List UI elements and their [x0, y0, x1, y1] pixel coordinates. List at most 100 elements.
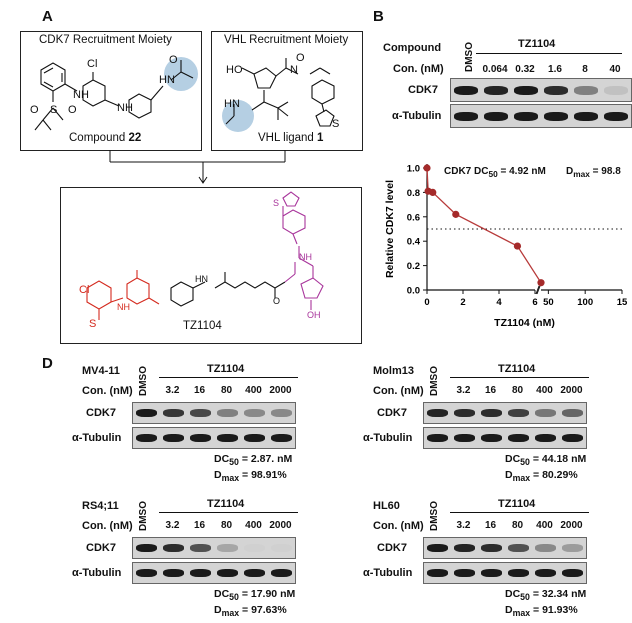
panel-b-conc-label: 8 — [582, 64, 588, 75]
blot-tubulin — [423, 427, 587, 449]
dc50-value: DC50 = 2.87. nM — [214, 453, 293, 468]
tubulin-band — [243, 569, 266, 577]
blot-tubulin — [423, 562, 587, 584]
cdk7-moiety-box: CDK7 Recruitment Moiety Cl HN O S O O NH… — [20, 31, 202, 151]
cdk7-band — [480, 409, 503, 417]
cdk7-band — [271, 544, 292, 552]
cdk7-band — [561, 409, 584, 417]
cdk7-band — [162, 544, 185, 552]
dc50-value: DC50 = 44.18 nM — [505, 453, 587, 468]
tubulin-band — [135, 569, 158, 577]
y-tick-label: 1.0 — [407, 164, 420, 175]
y-tick-label: 0.2 — [407, 261, 420, 272]
cdk7-nh2-atom: NH — [117, 102, 133, 114]
x-tick-label: 2 — [460, 297, 465, 308]
tz-hn-atom: HN — [195, 274, 208, 284]
vhl-ligand-1-label: VHL ligand 1 — [258, 132, 324, 144]
row-label-cdk7: CDK7 — [377, 407, 407, 419]
cdk7-o1-atom: O — [30, 104, 39, 116]
tubulin-band — [162, 434, 185, 442]
row-label-cdk7: CDK7 — [86, 407, 116, 419]
y-tick-label: 0.4 — [407, 237, 421, 248]
drug-label: TZ1104 — [207, 363, 245, 375]
drug-line — [450, 377, 589, 378]
tz1104-linker — [170, 272, 286, 307]
tz-o-atom: O — [273, 296, 281, 306]
panel-b-blot-tubulin — [450, 104, 632, 128]
dmax-value: Dmax = 97.63% — [214, 604, 287, 619]
panel-b-tubulin-band — [514, 111, 538, 121]
axis-break-mark — [536, 285, 541, 295]
cdk7-band — [480, 544, 503, 552]
panel-b-cdk7-band — [604, 85, 628, 95]
cdk7-band — [270, 409, 293, 417]
cell-line-label: HL60 — [373, 500, 400, 512]
conc-label: 400 — [245, 520, 262, 531]
vhl-moiety-structure — [222, 58, 335, 132]
x-tick-label: 50 — [543, 297, 554, 308]
panel-a-letter: A — [42, 8, 53, 25]
conc-label: 80 — [220, 385, 233, 396]
cdk7-band — [216, 409, 239, 417]
panel-b-cdk7-band — [574, 85, 598, 95]
vhl-o-atom: O — [296, 52, 305, 64]
panel-b-con-label: Con. (nM) — [393, 63, 444, 75]
cdk7-band — [453, 544, 476, 552]
cdk7-band — [507, 409, 530, 417]
tubulin-band — [189, 434, 212, 442]
cdk7-band — [507, 544, 530, 552]
panel-b-drug-label: TZ1104 — [518, 38, 556, 50]
cdk7-highlight-circle — [164, 57, 198, 91]
tubulin-band — [534, 434, 557, 442]
cdk7-band — [534, 544, 557, 552]
panel-b-tubulin-band — [544, 111, 568, 121]
cdk7-o2-atom: O — [68, 104, 77, 116]
dmax-value: Dmax = 80.29% — [505, 469, 578, 484]
tz-s-vhl-atom: S — [273, 198, 280, 208]
conc-label: 3.2 — [456, 520, 471, 531]
tubulin-band — [507, 569, 530, 577]
conc-label: 80 — [511, 520, 524, 531]
degradation-curve — [426, 167, 542, 284]
x-tick-label: 4 — [496, 297, 502, 308]
conc-label: 400 — [536, 385, 553, 396]
conc-label: 3.2 — [456, 385, 471, 396]
dmax-value: Dmax = 98.91% — [214, 469, 287, 484]
panel-b-blot-cdk7 — [450, 78, 632, 102]
dmso-label: DMSO — [429, 366, 440, 396]
conc-label: 16 — [484, 520, 497, 531]
tz-nh-vhl-atom: NH — [299, 252, 312, 262]
conc-label: 2000 — [560, 520, 583, 531]
conc-label: 2000 — [560, 385, 583, 396]
data-point — [429, 188, 437, 196]
cell-line-label: MV4-11 — [82, 365, 120, 377]
panel-b-tubulin-band — [604, 111, 628, 121]
dmso-label: DMSO — [138, 501, 149, 531]
panel-b-drug-line — [476, 53, 622, 54]
cdk7-band — [216, 544, 239, 552]
vhl-moiety-box: VHL Recruitment Moiety HO N O HN S VHL l… — [211, 31, 363, 151]
tz1104-label: TZ1104 — [183, 320, 222, 332]
conc-label: 2000 — [269, 385, 292, 396]
tz-s-atom: S — [89, 318, 97, 330]
panel-b-conc-label: 40 — [609, 64, 621, 75]
conc-label: 16 — [193, 385, 206, 396]
cdk7-band — [189, 409, 212, 417]
vhl-hn-atom: HN — [224, 98, 240, 110]
drug-line — [450, 512, 589, 513]
row-label-tubulin: α-Tubulin — [72, 432, 122, 444]
drug-line — [159, 377, 298, 378]
blot-cdk7 — [132, 537, 296, 559]
row-label-cdk7: CDK7 — [86, 542, 116, 554]
conc-label: 80 — [511, 385, 524, 396]
row-label-tubulin: α-Tubulin — [363, 432, 413, 444]
drug-label: TZ1104 — [498, 498, 536, 510]
cell-line-label: RS4;11 — [82, 500, 119, 512]
tz-oh-atom: OH — [307, 310, 321, 320]
panel-b-cdk7-band — [544, 85, 568, 95]
row-label-cdk7: CDK7 — [377, 542, 407, 554]
tz-cl-atom: Cl — [79, 284, 90, 296]
compound-22-label: Compound 22 — [69, 132, 142, 144]
tz-nh-atom: NH — [117, 302, 130, 312]
tubulin-band — [480, 569, 503, 577]
